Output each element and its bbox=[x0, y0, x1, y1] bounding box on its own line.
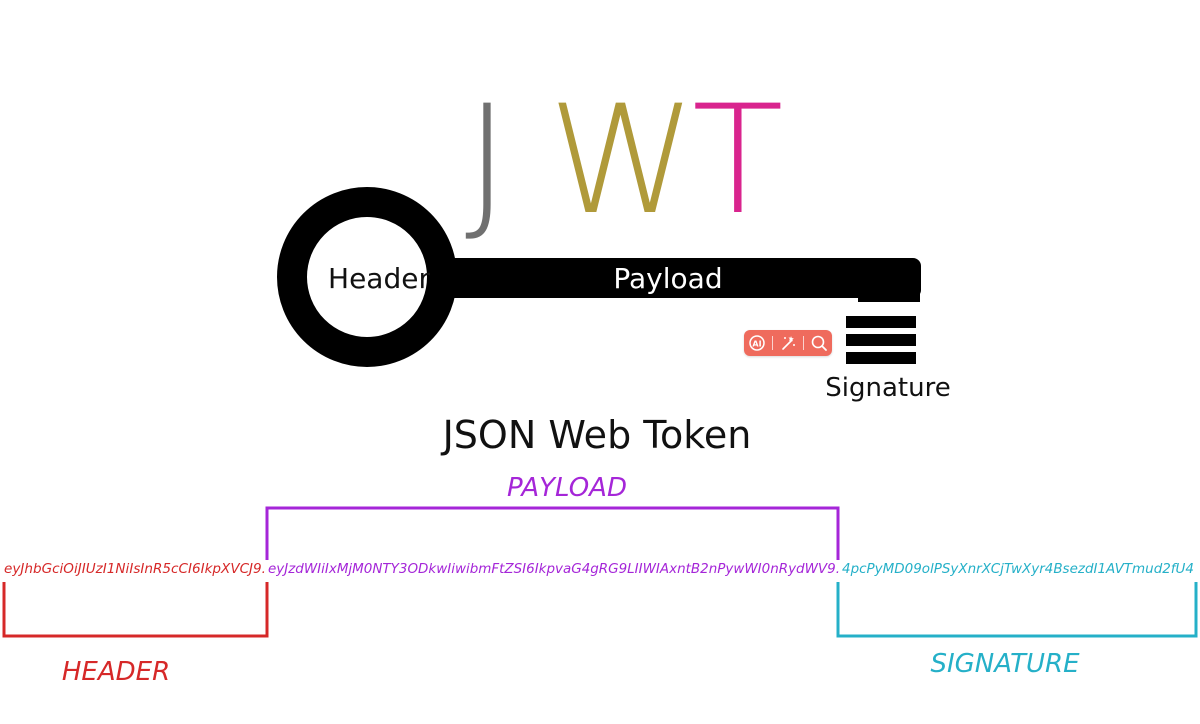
header-label: HEADER bbox=[62, 657, 170, 687]
toolbar-divider bbox=[802, 336, 804, 350]
search-icon[interactable] bbox=[807, 332, 831, 354]
token-header-text: eyJhbGciOiJIUzI1NiIsInR5cCI6IkpXVCJ9. bbox=[4, 562, 266, 577]
key-bit-tooth bbox=[846, 352, 916, 364]
subtitle: JSON Web Token bbox=[441, 413, 752, 457]
logo-letter-w: W bbox=[548, 74, 696, 248]
signature-bracket bbox=[836, 582, 1198, 638]
token-signature-text: 4pcPyMD09olPSyXnrXCjTwXyr4BsezdI1AVTmud2… bbox=[842, 562, 1194, 577]
ai-icon[interactable]: AI bbox=[745, 332, 769, 354]
payload-bracket bbox=[265, 506, 840, 560]
logo-letter-t: T bbox=[692, 74, 784, 248]
payload-label: PAYLOAD bbox=[507, 473, 627, 503]
key-graphic bbox=[277, 187, 921, 367]
token-payload-text: eyJzdWIiIxMjM0NTY3ODkwIiwibmFtZSI6IkpvaG… bbox=[268, 562, 840, 577]
magic-wand-icon[interactable] bbox=[776, 332, 800, 354]
key-bit-tooth bbox=[846, 334, 916, 346]
key-shaft-label: Payload bbox=[613, 262, 722, 295]
key-shaft bbox=[435, 258, 921, 298]
key-bit-label: Signature bbox=[825, 373, 950, 403]
key-bit-tooth bbox=[846, 316, 916, 328]
logo-letter-j: J bbox=[465, 74, 509, 248]
header-bracket bbox=[2, 582, 269, 638]
key-bit-post bbox=[858, 290, 920, 302]
key-bow-label: Header bbox=[328, 262, 430, 295]
toolbar-divider bbox=[772, 336, 774, 350]
floating-toolbar: AI bbox=[744, 330, 832, 356]
signature-label: SIGNATURE bbox=[930, 649, 1080, 679]
svg-text:AI: AI bbox=[753, 340, 762, 349]
